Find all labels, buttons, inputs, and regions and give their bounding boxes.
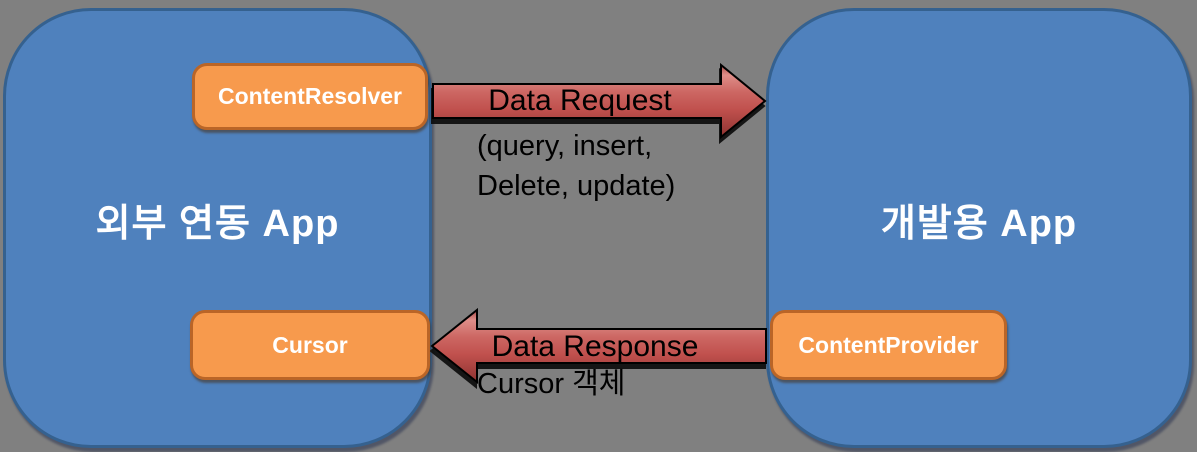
content-provider-node: ContentProvider	[770, 310, 1007, 380]
data-request-detail-line1: (query, insert,	[477, 130, 653, 162]
development-app-title: 개발용 App	[880, 202, 1078, 245]
cursor-node: Cursor	[190, 310, 430, 380]
data-request-label: Data Request	[488, 84, 672, 117]
external-app-title: 외부 연동 App	[95, 202, 340, 245]
data-response-detail: Cursor 객체	[477, 368, 626, 400]
data-request-detail: (query, insert, Delete, update)	[477, 126, 675, 206]
data-request-detail-line2: Delete, update)	[477, 170, 676, 202]
content-resolver-node: ContentResolver	[192, 63, 428, 130]
development-app-box: 개발용 App	[766, 8, 1192, 448]
data-request-arrow-icon	[432, 62, 767, 139]
data-response-arrow-icon	[430, 307, 767, 384]
data-response-label: Data Response	[491, 330, 699, 363]
